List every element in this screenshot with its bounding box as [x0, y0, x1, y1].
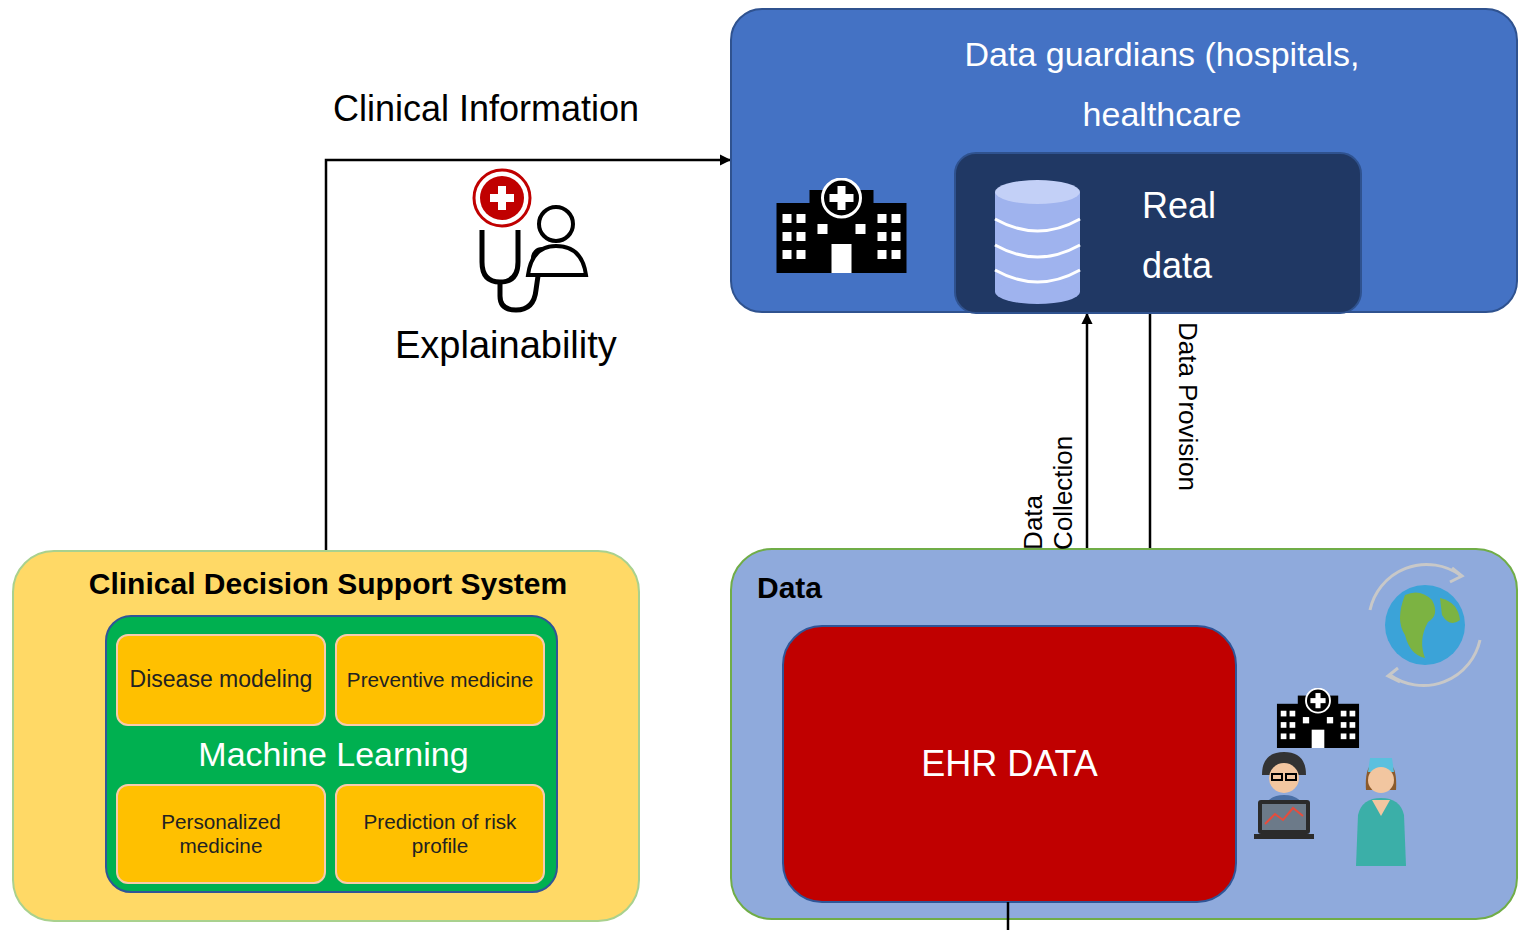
node-text: Data [757, 568, 957, 608]
connector [326, 160, 730, 550]
node-text: Personalized medicine [122, 810, 320, 859]
method-box: Machine Learning Disease modeling Preventi… [105, 615, 558, 893]
node-text: Disease modeling [130, 666, 313, 693]
database-icon [995, 180, 1080, 304]
node-text: Clinical Decision Support System [14, 564, 642, 604]
hospital-icon [1277, 689, 1359, 748]
globe-icon [1370, 564, 1480, 685]
data-panel: DataEHR DATA [730, 548, 1518, 920]
ehr-box: EHR DATA [782, 625, 1237, 903]
node-text: Prediction of risk profile [341, 810, 539, 859]
caption-label: Explainability [395, 324, 617, 367]
hospital-icon [777, 179, 907, 273]
node-text: Data guardians (hospitals, healthcare [952, 24, 1372, 144]
edge-label: Clinical Information [333, 88, 639, 129]
node-text: Preventive medicine [347, 668, 533, 692]
application-box: Prediction of risk profile [335, 784, 545, 884]
edge-label: Data Provision [1172, 322, 1202, 542]
database-box: Real data [954, 152, 1362, 314]
application-box: Personalized medicine [116, 784, 326, 884]
outgoing-line [1007, 902, 1010, 930]
node-text: EHR DATA [921, 743, 1098, 785]
nurse-icon [1356, 758, 1406, 866]
node-text: Machine Learning [107, 733, 560, 775]
edge-label: Data Collection [1019, 390, 1079, 550]
node-text: Real data [1142, 176, 1282, 296]
analyst-icon [1254, 752, 1314, 839]
application-box: Preventive medicine [335, 634, 545, 726]
guardian-panel: Data guardians (hospitals, healthcareRea… [730, 8, 1518, 313]
application-box: Disease modeling [116, 634, 326, 726]
system-panel: Clinical Decision Support SystemMachine … [12, 550, 640, 922]
doctor-icon [474, 170, 586, 310]
